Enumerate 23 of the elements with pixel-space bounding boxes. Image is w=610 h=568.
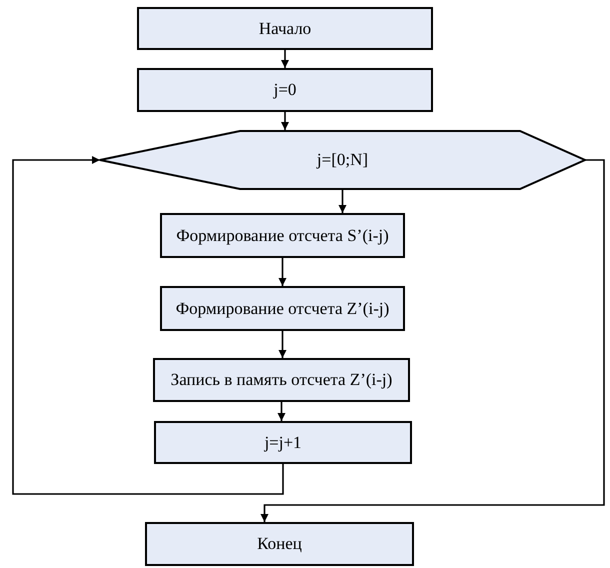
node-text: Формирование отсчета S’(i-j): [175, 226, 390, 244]
process-box: [160, 213, 405, 258]
process-box: [154, 421, 412, 464]
process-box: [160, 286, 405, 331]
arrow: [260, 159, 605, 522]
arrow: [278, 331, 286, 358]
process-box: [145, 522, 414, 566]
node-text: Конец: [256, 535, 303, 553]
node-text: Запись в память отсчета Z’(i-j): [170, 371, 394, 389]
process-box: [153, 358, 410, 402]
arrow: [281, 112, 289, 130]
arrow: [338, 190, 346, 213]
process-box: [137, 68, 433, 112]
node-text: Начало: [258, 20, 312, 38]
arrow: [278, 258, 286, 286]
node-text: Формирование отсчета Z’(i-j): [174, 300, 390, 318]
arrow: [281, 50, 289, 68]
arrow: [278, 402, 286, 421]
node-text: j=[0;N]: [315, 151, 370, 169]
process-box: [137, 7, 433, 50]
arrow: [12, 156, 284, 495]
node-text: j=0: [272, 81, 298, 99]
node-text: j=j+1: [263, 434, 303, 452]
